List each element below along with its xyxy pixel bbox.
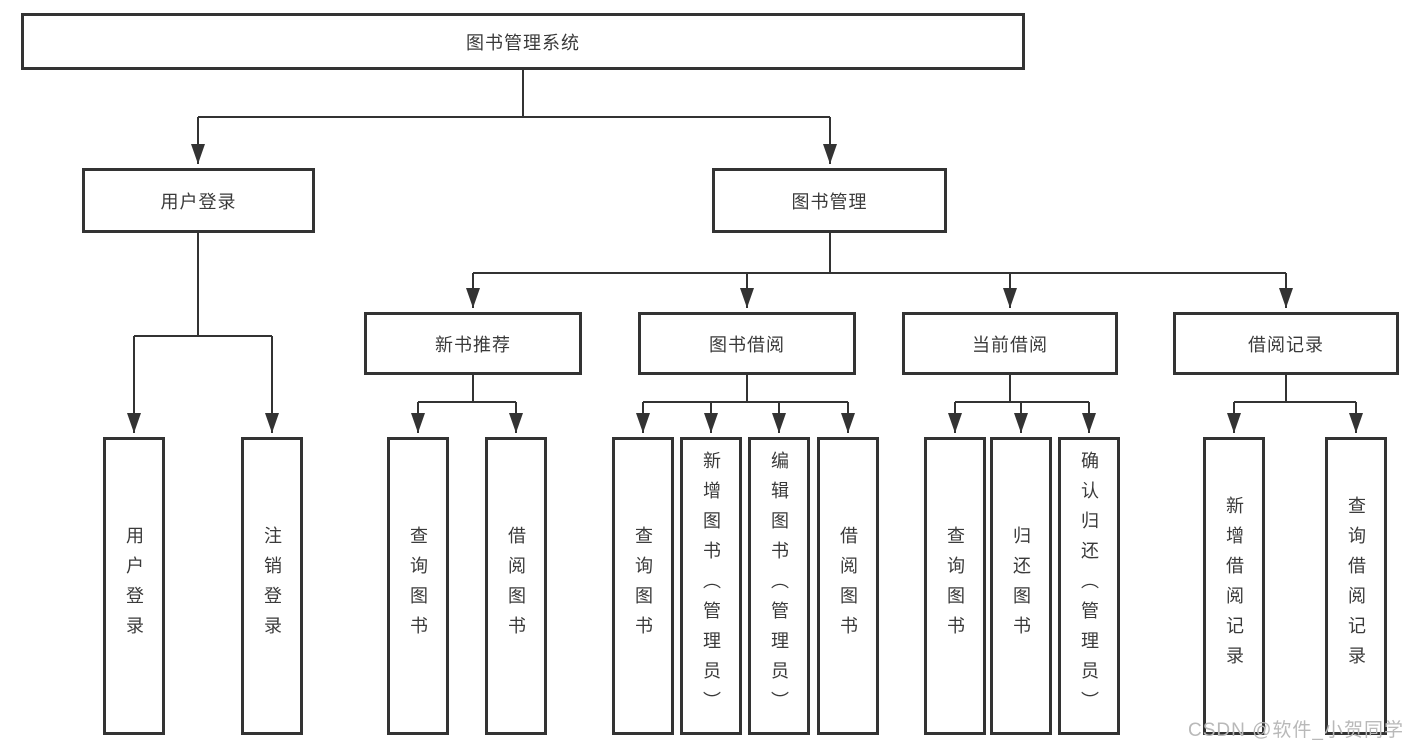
leaf-query-books-current: 查询图书 bbox=[924, 437, 986, 735]
node-library-management-system: 图书管理系统 bbox=[21, 13, 1025, 70]
node-label: 图书管理系统 bbox=[466, 32, 580, 53]
node-label: 新增图书（管理员） bbox=[701, 451, 721, 721]
node-label: 注销登录 bbox=[262, 526, 282, 646]
node-label: 确认归还（管理员） bbox=[1079, 451, 1099, 721]
node-label: 新增借阅记录 bbox=[1224, 496, 1244, 676]
node-borrow-records: 借阅记录 bbox=[1173, 312, 1399, 375]
leaf-query-books-recommend: 查询图书 bbox=[387, 437, 449, 735]
node-book-management-branch: 图书管理 bbox=[712, 168, 947, 233]
node-label: 查询图书 bbox=[945, 526, 965, 646]
leaf-query-books-borrow: 查询图书 bbox=[612, 437, 674, 735]
node-label: 用户登录 bbox=[124, 526, 144, 646]
node-label: 借阅图书 bbox=[506, 526, 526, 646]
leaf-borrow-books-recommend: 借阅图书 bbox=[485, 437, 547, 735]
node-book-borrow: 图书借阅 bbox=[638, 312, 856, 375]
leaf-confirm-return-admin: 确认归还（管理员） bbox=[1058, 437, 1120, 735]
leaf-user-login: 用户登录 bbox=[103, 437, 165, 735]
leaf-return-books: 归还图书 bbox=[990, 437, 1052, 735]
leaf-borrow-books: 借阅图书 bbox=[817, 437, 879, 735]
node-label: 查询借阅记录 bbox=[1346, 496, 1366, 676]
leaf-query-borrow-record: 查询借阅记录 bbox=[1325, 437, 1387, 735]
node-user-login-branch: 用户登录 bbox=[82, 168, 315, 233]
leaf-logout: 注销登录 bbox=[241, 437, 303, 735]
node-label: 查询图书 bbox=[408, 526, 428, 646]
node-label: 图书借阅 bbox=[709, 334, 785, 355]
node-label: 图书管理 bbox=[791, 191, 868, 212]
csdn-watermark: CSDN @软件_小贺同学 bbox=[1188, 720, 1404, 741]
node-label: 当前借阅 bbox=[972, 334, 1048, 355]
node-label: 查询图书 bbox=[633, 526, 653, 646]
node-label: 用户登录 bbox=[160, 191, 237, 212]
leaf-edit-books-admin: 编辑图书（管理员） bbox=[748, 437, 810, 735]
node-label: 编辑图书（管理员） bbox=[769, 451, 789, 721]
node-label: 新书推荐 bbox=[435, 334, 511, 355]
node-label: 借阅图书 bbox=[838, 526, 858, 646]
leaf-add-books-admin: 新增图书（管理员） bbox=[680, 437, 742, 735]
node-new-book-recommend: 新书推荐 bbox=[364, 312, 582, 375]
leaf-add-borrow-record: 新增借阅记录 bbox=[1203, 437, 1265, 735]
node-label: 借阅记录 bbox=[1248, 334, 1324, 355]
node-label: 归还图书 bbox=[1011, 526, 1031, 646]
node-current-borrow: 当前借阅 bbox=[902, 312, 1118, 375]
